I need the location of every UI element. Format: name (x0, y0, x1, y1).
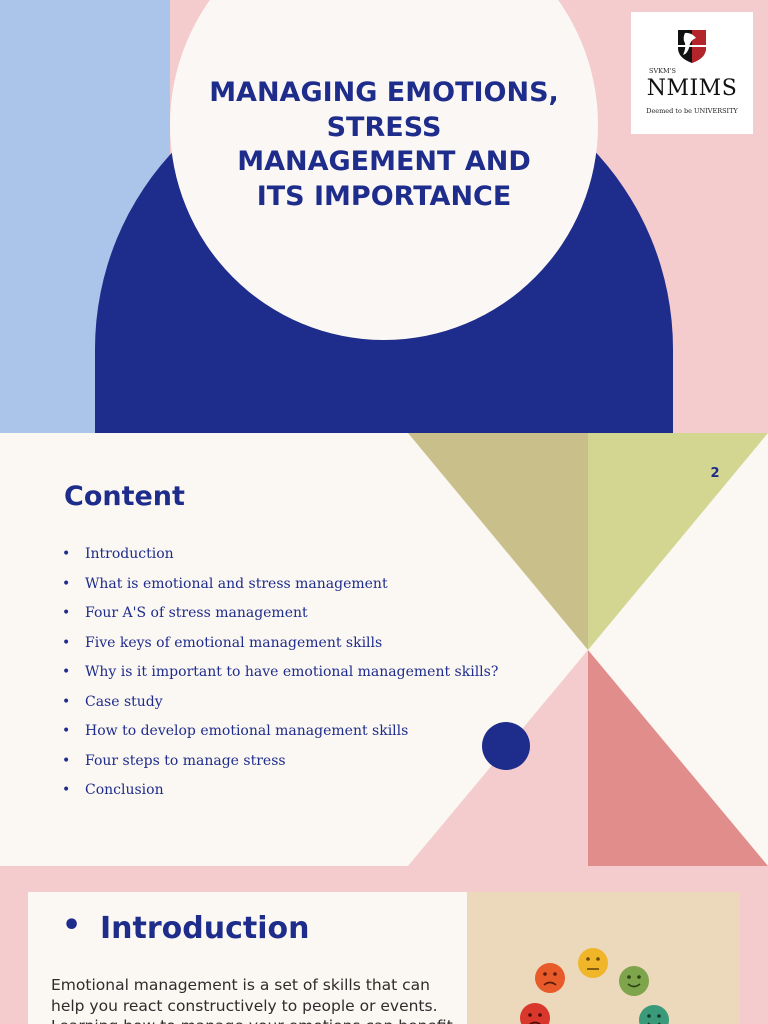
logo-tagline: Deemed to be UNIVERSITY (646, 107, 738, 115)
rose-triangle (588, 650, 768, 866)
introduction-card: • Introduction Emotional management is a… (28, 892, 467, 1024)
lime-triangle (588, 433, 768, 650)
neutral-face-icon (578, 948, 608, 978)
olive-triangle (408, 433, 588, 650)
list-item-label: Why is it important to have emotional ma… (85, 664, 499, 680)
list-item: • Introduction (62, 546, 498, 576)
page-number: 2 (710, 466, 720, 481)
bullet-icon: • (62, 693, 71, 710)
list-item: • Case study (62, 694, 498, 724)
bullet-icon: • (62, 575, 71, 592)
emoji-faces (520, 948, 669, 1024)
bullet-icon: • (62, 605, 71, 621)
bullet-icon: • (62, 664, 71, 680)
bullet-icon: • (62, 546, 71, 562)
list-item-label: What is emotional and stress management (85, 575, 388, 592)
list-item-label: How to develop emotional management skil… (85, 723, 409, 739)
bullet-icon: • (62, 908, 82, 943)
title-line: MANAGEMENT AND (237, 146, 531, 177)
list-item: • Five keys of emotional management skill… (62, 635, 498, 665)
list-item: • Four A'S of stress management (62, 605, 498, 635)
list-item: • Why is it important to have emotional m… (62, 664, 498, 694)
list-item-label: Introduction (85, 546, 174, 562)
list-item: • How to develop emotional management ski… (62, 723, 498, 753)
introduction-body: Emotional management is a set of skills … (51, 976, 453, 1024)
title-line: MANAGING EMOTIONS, (209, 77, 559, 108)
list-item-label: Case study (85, 693, 163, 710)
title-slide: MANAGING EMOTIONS, STRESS MANAGEMENT AND… (0, 0, 768, 433)
nmims-logo: SVKM'S NMIMS Deemed to be UNIVERSITY (631, 12, 753, 134)
bullet-icon: • (62, 723, 71, 739)
bullet-icon: • (62, 634, 71, 651)
list-item-label: Conclusion (85, 782, 164, 798)
title-line: STRESS (326, 111, 442, 143)
bullet-icon: • (62, 782, 71, 798)
list-item: • Conclusion (62, 782, 498, 812)
title-line: ITS IMPORTANCE (256, 180, 512, 212)
introduction-slide: • Introduction Emotional management is a… (0, 866, 768, 1024)
title-circle (170, 0, 598, 340)
content-heading: Content (64, 481, 185, 512)
smile-face-icon (619, 966, 649, 996)
shield-icon (678, 30, 706, 63)
list-item-label: Four A'S of stress management (85, 605, 308, 621)
list-item-label: Five keys of emotional management skills (85, 634, 383, 651)
presentation-title: MANAGING EMOTIONS, STRESS MANAGEMENT AND… (180, 76, 588, 214)
logo-prefix: SVKM'S (649, 67, 676, 75)
introduction-heading: Introduction (100, 911, 310, 946)
emotions-illustration (467, 892, 740, 1024)
list-item-label: Four steps to manage stress (85, 752, 286, 769)
happy-face-icon (639, 1005, 669, 1024)
navy-dot (482, 722, 530, 770)
sad-face-icon (535, 963, 565, 993)
geometric-decoration (408, 433, 768, 866)
content-list: • Introduction • What is emotional and str… (62, 546, 498, 812)
content-slide: 2 Content • Introduction • What is emotion… (0, 433, 768, 866)
list-item: • Four steps to manage stress (62, 753, 498, 783)
list-item: • What is emotional and stress management (62, 576, 498, 606)
logo-name: NMIMS (646, 76, 738, 101)
angry-face-icon (520, 1003, 550, 1024)
bullet-icon: • (62, 752, 71, 769)
